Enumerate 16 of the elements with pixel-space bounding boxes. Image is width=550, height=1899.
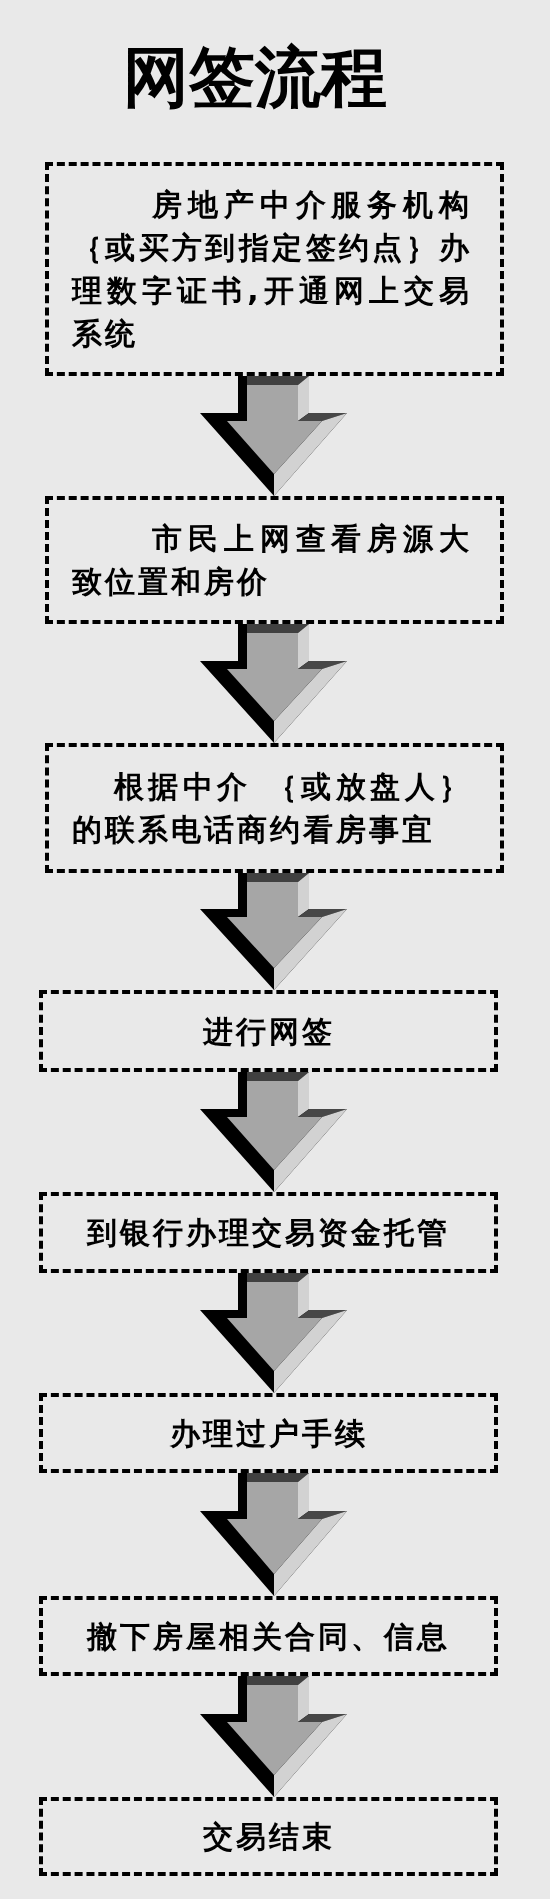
process-box: 进行网签: [39, 990, 498, 1072]
process-box: 撤下房屋相关合同、信息: [39, 1596, 498, 1676]
process-box: 房地产中介服务机构｛或买方到指定签约点｝办理数字证书,开通网上交易系统: [45, 162, 504, 376]
process-box: 市民上网查看房源大致位置和房价: [45, 496, 504, 624]
block-arrow: [200, 376, 347, 496]
block-arrow: [200, 1273, 347, 1393]
process-box: 交易结束: [39, 1797, 498, 1876]
block-arrow: [200, 624, 347, 743]
block-arrow: [200, 873, 347, 990]
block-arrow: [200, 1676, 347, 1797]
title: 网签流程: [122, 42, 388, 114]
block-arrow: [200, 1072, 347, 1192]
process-box: 到银行办理交易资金托管: [39, 1192, 498, 1273]
process-box: 根据中介 ｛或放盘人｝的联系电话商约看房事宜: [45, 743, 504, 873]
process-box: 办理过户手续: [39, 1393, 498, 1473]
block-arrow: [200, 1473, 347, 1596]
